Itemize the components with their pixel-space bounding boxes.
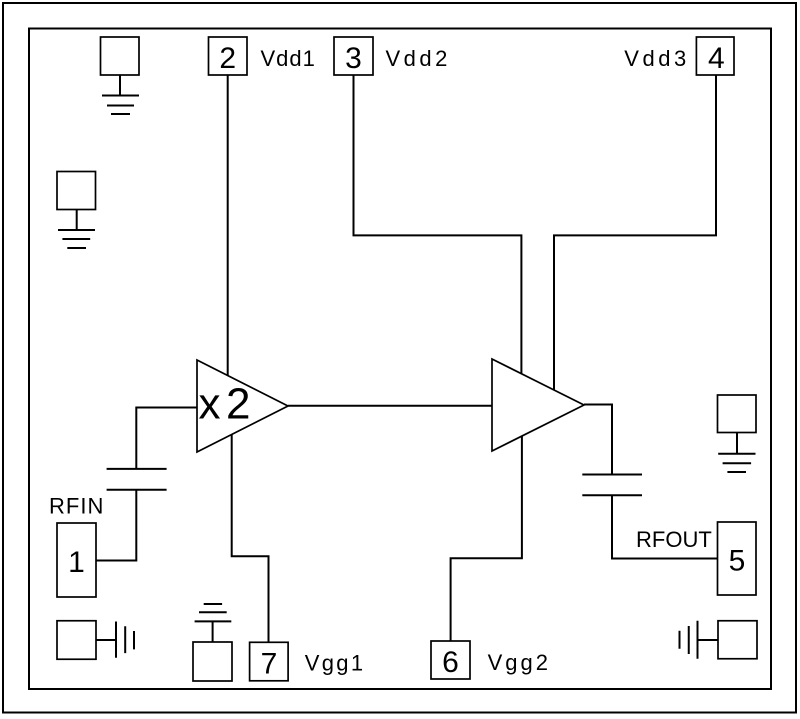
- svg-text:Vdd2: Vdd2: [386, 46, 451, 71]
- svg-text:3: 3: [345, 42, 362, 75]
- svg-text:7: 7: [261, 647, 278, 680]
- svg-text:Vdd1: Vdd1: [261, 46, 316, 71]
- svg-text:2: 2: [219, 42, 236, 75]
- svg-text:Vdd3: Vdd3: [624, 46, 689, 71]
- svg-text:Vgg1: Vgg1: [305, 650, 366, 675]
- svg-text:6: 6: [442, 646, 459, 679]
- svg-text:Vgg2: Vgg2: [488, 650, 551, 675]
- svg-text:RFIN: RFIN: [49, 494, 104, 519]
- svg-text:5: 5: [729, 544, 746, 577]
- svg-text:1: 1: [68, 546, 85, 579]
- svg-text:4: 4: [708, 42, 725, 75]
- svg-text:RFOUT: RFOUT: [636, 527, 712, 552]
- svg-text:x2: x2: [199, 380, 256, 429]
